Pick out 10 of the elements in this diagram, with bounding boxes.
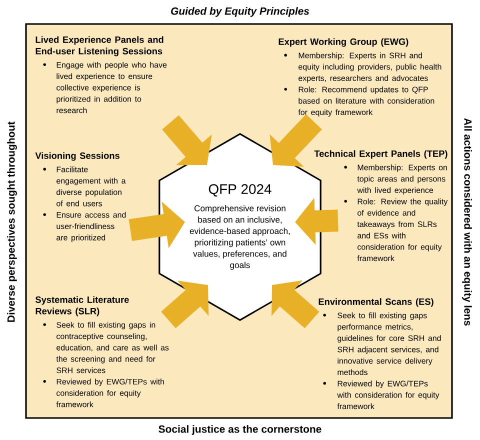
section-heading: Lived Experience Panels and End-user Listening Sessions <box>36 36 164 56</box>
side-caption: Social justice as the cornerstone <box>158 425 322 435</box>
side-caption: All actions considered with an equity lens <box>462 118 472 326</box>
side-caption: Diverse perspectives sought throughout <box>7 122 17 322</box>
section-heading: Visioning Sessions <box>35 152 120 161</box>
section-heading: Environmental Scans (ES) <box>318 298 434 307</box>
block-arrow <box>162 115 212 166</box>
section-heading: Systematic Literature Reviews (SLR) <box>35 296 129 316</box>
side-caption: Guided by Equity Principles <box>171 7 310 17</box>
section-heading: Expert Working Group (EWG) <box>278 38 408 47</box>
